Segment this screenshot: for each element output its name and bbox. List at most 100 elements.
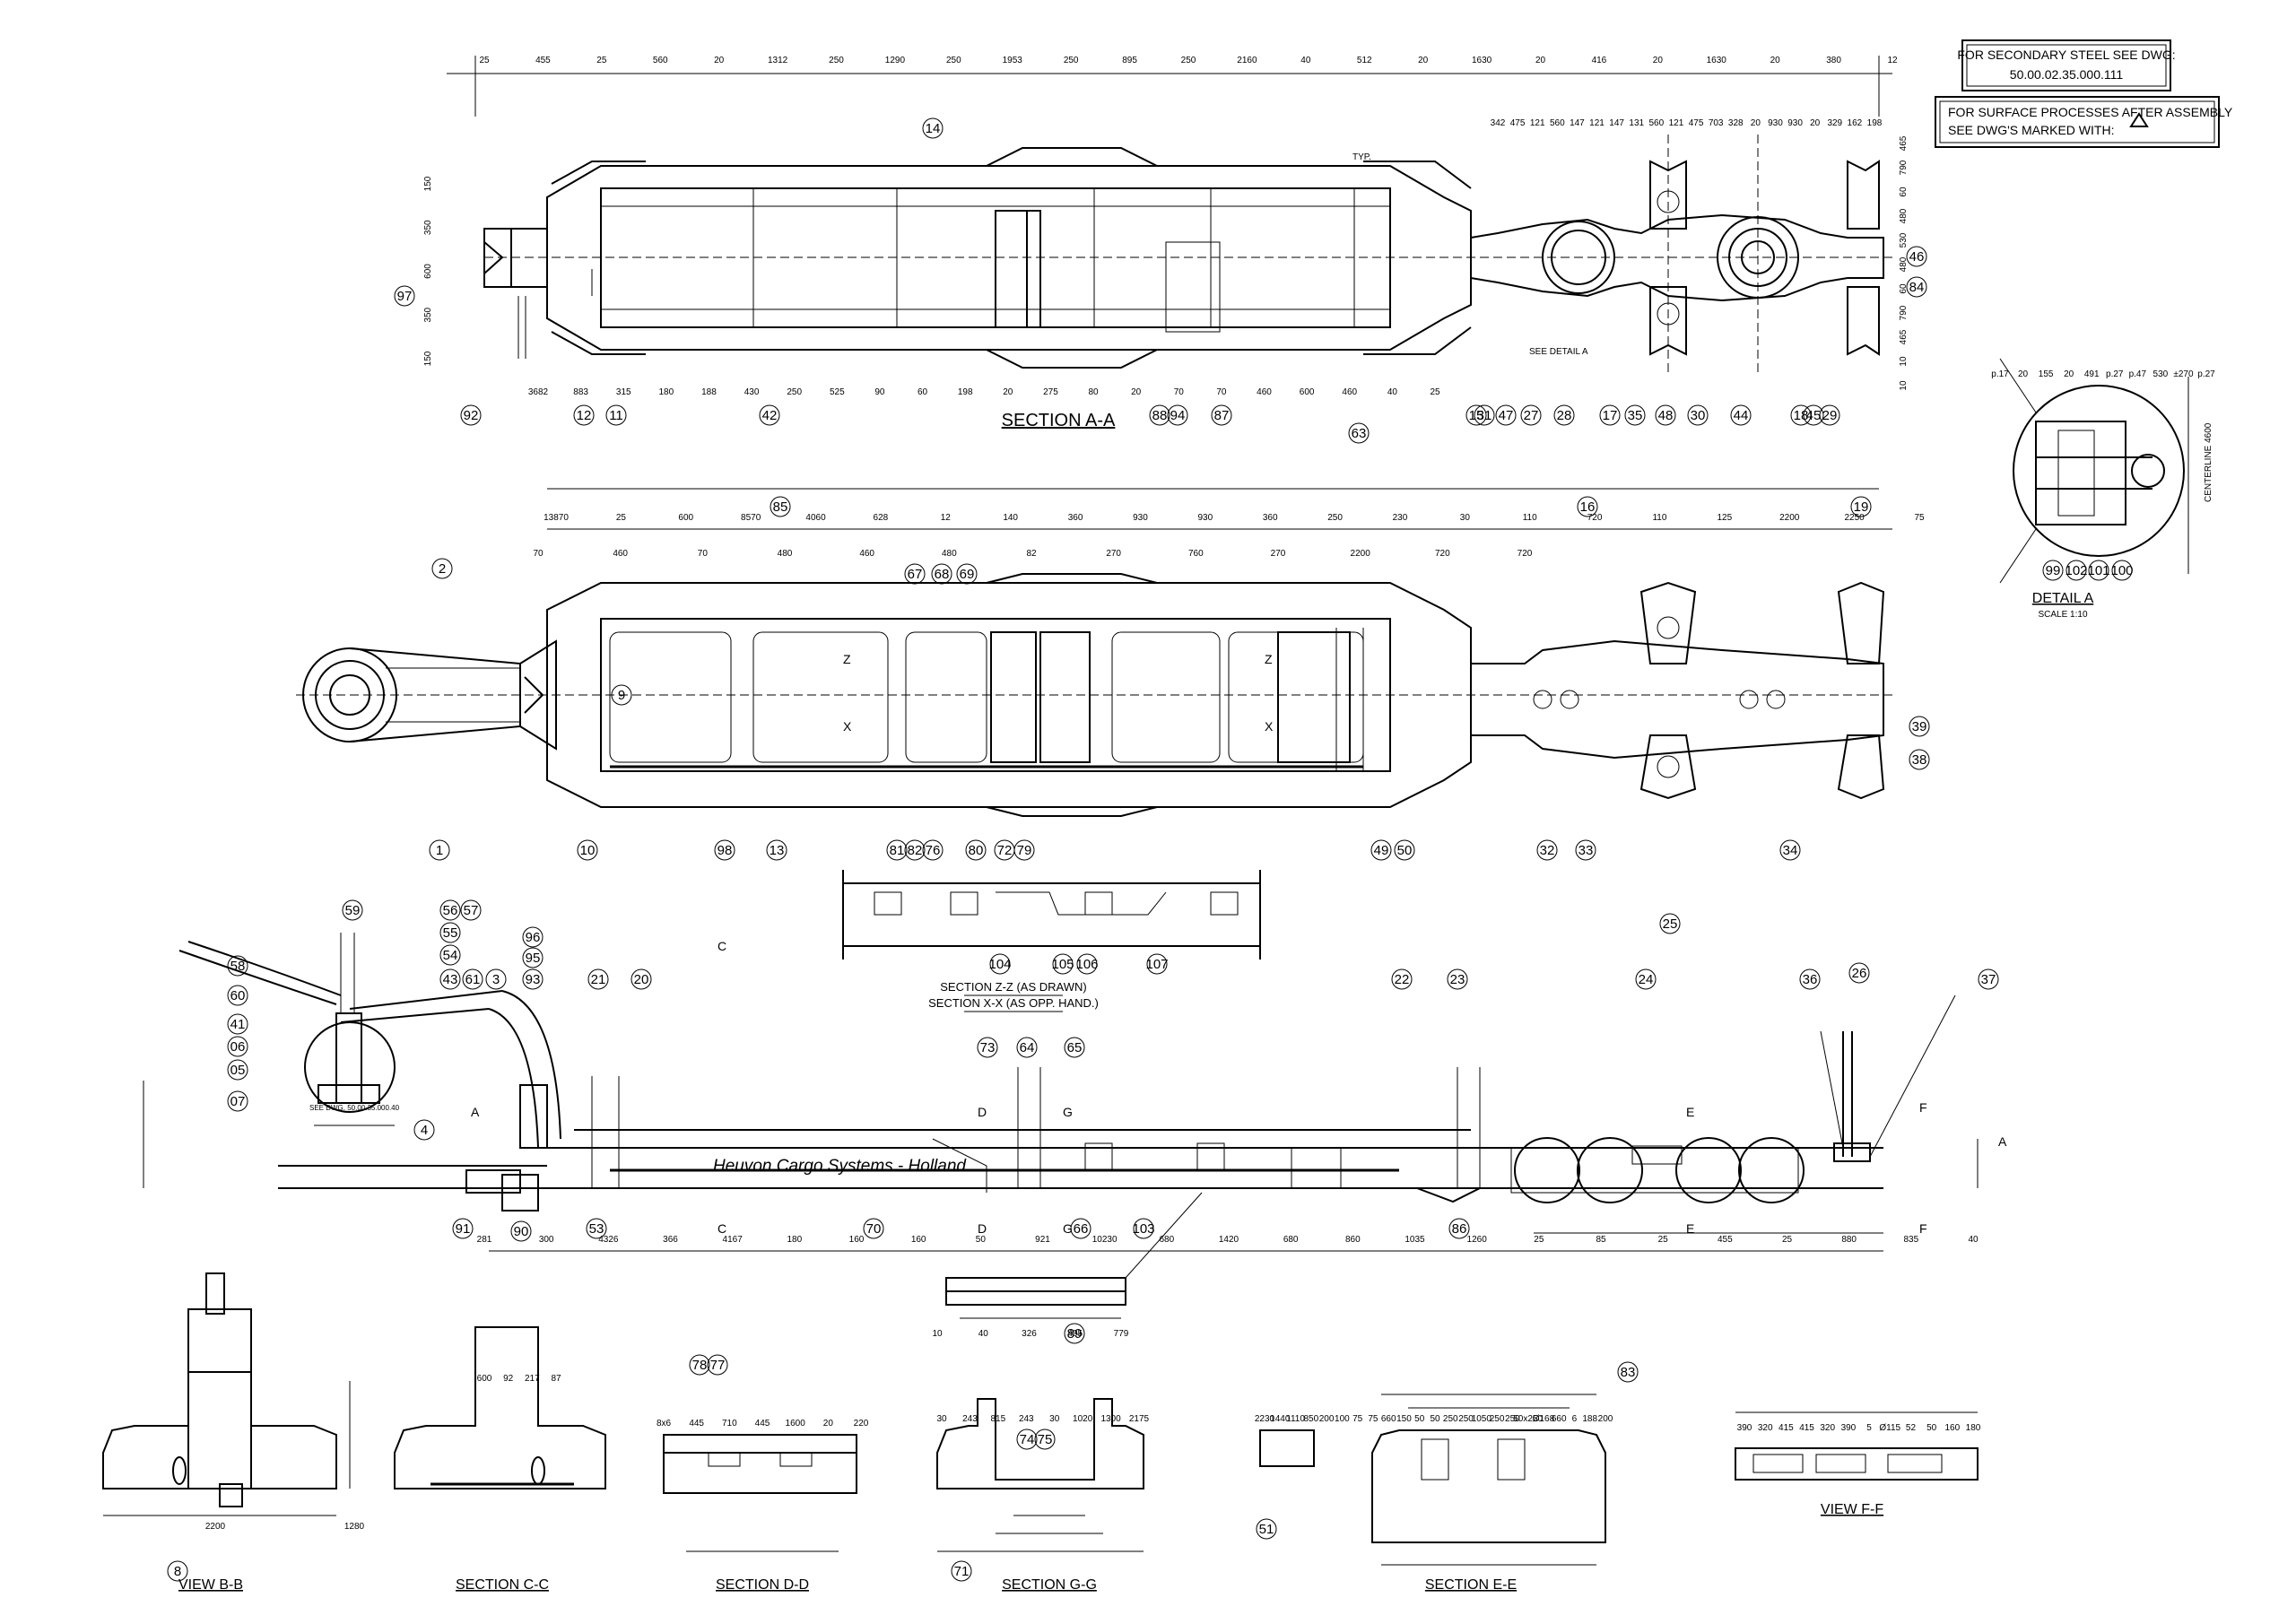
balloon-number: 73 (980, 1040, 996, 1055)
item-balloon-15: 15 (1465, 404, 1487, 426)
balloon-number: 25 (1663, 916, 1678, 932)
plan-misc-label: 270 (1106, 549, 1121, 559)
balloon-circle (611, 684, 632, 706)
zz-dims-label: 495 (1067, 1329, 1083, 1339)
item-balloon-59: 59 (342, 899, 363, 921)
elev-dims-label: 1035 (1405, 1235, 1425, 1245)
ee-dims-label: 50 (1430, 1414, 1440, 1424)
section-cut-letter: Z (1265, 652, 1273, 666)
balloon-number: 79 (1017, 843, 1032, 858)
balloon-number: 57 (464, 903, 479, 918)
plan-dims-label: 75 (1914, 513, 1925, 523)
balloon-circle (770, 496, 791, 517)
balloon-number: 102 (2065, 563, 2087, 578)
balloon-circle (1447, 968, 1468, 990)
balloon-circle (766, 839, 787, 861)
balloon-number: 72 (997, 843, 1013, 858)
item-balloon-23: 23 (1447, 968, 1468, 990)
top-dims-label: 1290 (885, 56, 906, 65)
balloon-number: 107 (1145, 957, 1168, 972)
balloon-circle (759, 404, 780, 426)
item-balloon-22: 22 (1391, 968, 1413, 990)
top-misc-dims-label: 188 (701, 387, 717, 397)
top-dims-label: 25 (479, 56, 490, 65)
balloon-circle (1016, 1037, 1038, 1058)
balloon-circle (1635, 968, 1657, 990)
balloon-circle (2066, 560, 2087, 581)
balloon-circle (989, 953, 1011, 975)
plan-misc-label: 2200 (1351, 549, 1371, 559)
balloon-circle (1978, 968, 1999, 990)
balloon-number: 21 (591, 972, 606, 987)
detail-a: CENTERLINE 4600 DETAIL A SCALE 1:10 (1999, 358, 2213, 620)
detail-dims-label: p.47 (2129, 369, 2147, 379)
plan-dims-label: 2250 (1844, 513, 1865, 523)
balloon-number: 74 (1020, 1432, 1035, 1447)
top-sub-dims-label: 930 (1787, 118, 1803, 128)
item-balloon-103: 103 (1132, 1218, 1155, 1239)
balloon-number: 78 (692, 1358, 708, 1373)
item-balloon-84: 84 (1906, 276, 1927, 298)
section-cut-letter: F (1919, 1221, 1927, 1236)
top-dims-label: 895 (1122, 56, 1137, 65)
balloon-number: 50 (1397, 843, 1413, 858)
balloon-number: 70 (866, 1221, 882, 1237)
item-balloon-33: 33 (1575, 839, 1596, 861)
bb-dims-label: 2200 (205, 1522, 226, 1532)
top-dims-label: 2160 (1237, 56, 1257, 65)
top-dims-label: 40 (1300, 56, 1311, 65)
balloon-number: 90 (514, 1224, 529, 1239)
balloon-circle (573, 404, 595, 426)
balloon-number: 31 (1477, 408, 1492, 423)
balloon-circle (922, 839, 944, 861)
item-balloon-31: 31 (1474, 404, 1495, 426)
side-elevation (143, 933, 1979, 1252)
top-dims-label: 20 (714, 56, 725, 65)
section-cut-letter: A (1998, 1134, 2007, 1149)
balloon-number: 86 (1452, 1221, 1467, 1237)
balloon-number: 11 (609, 408, 623, 423)
item-balloon-82: 82 (904, 839, 926, 861)
top-misc-dims-label: 70 (1174, 387, 1185, 397)
plan-dims-label: 30 (1460, 513, 1471, 523)
top-dims-label: 12 (1887, 56, 1898, 65)
balloon-circle (1617, 1361, 1639, 1383)
top-misc-dims-label: 198 (958, 387, 973, 397)
section-cut-letter: G (1063, 1221, 1073, 1236)
top-misc-dims-label: 20 (1003, 387, 1013, 397)
ee-dims-label: 1110 (1286, 1414, 1305, 1424)
balloon-circle (1909, 749, 1930, 770)
top-sub-dims-label: 475 (1689, 118, 1704, 128)
top-sub-dims-label: 147 (1609, 118, 1624, 128)
item-balloon-102: 102 (2065, 560, 2088, 581)
ff-dims-label: 180 (1966, 1423, 1981, 1433)
ee-dims-label: 250 (1458, 1414, 1474, 1424)
item-balloon-05: 05 (227, 1059, 248, 1081)
balloon-circle (714, 839, 735, 861)
ff-dims-label: 320 (1820, 1423, 1835, 1433)
balloon-number: 22 (1395, 972, 1410, 987)
balloon-circle (1474, 404, 1495, 426)
balloon-circle (1495, 404, 1517, 426)
top-misc-dims-label: 70 (1216, 387, 1227, 397)
item-balloon-30: 30 (1687, 404, 1709, 426)
plan-dims-label: 110 (1652, 513, 1666, 523)
balloon-circle (227, 1036, 248, 1057)
balloon-circle (485, 968, 507, 990)
ee-dims-label: 200 (1319, 1414, 1335, 1424)
item-balloon-44: 44 (1730, 404, 1752, 426)
item-balloon-67: 67 (904, 563, 926, 585)
top-misc-dims-label: 20 (1131, 387, 1142, 397)
gg-dims-label: 815 (991, 1414, 1006, 1424)
balloon-number: 29 (1822, 408, 1838, 423)
top-misc-dims-label: 40 (1387, 387, 1398, 397)
item-balloon-79: 79 (1013, 839, 1035, 861)
item-balloon-20: 20 (631, 968, 652, 990)
detail-dims-label: 530 (2153, 369, 2169, 379)
balloon-number: 41 (230, 1017, 246, 1032)
section-a-a-title: SECTION A-A (1002, 411, 1116, 430)
item-balloon-41: 41 (227, 1013, 248, 1035)
balloon-circle (1655, 404, 1676, 426)
elev-dims-label: 50 (976, 1235, 987, 1245)
item-balloon-3: 3 (485, 968, 507, 990)
